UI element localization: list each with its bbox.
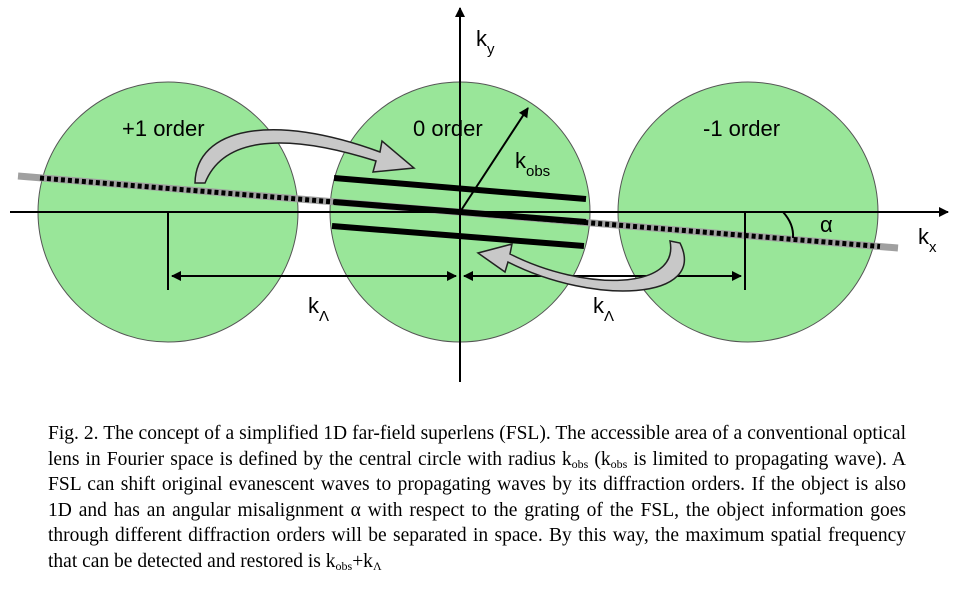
kobs-label: kobs [515,148,550,180]
kx-axis-label: kx [918,224,937,256]
klambda-right-label: kΛ [593,293,614,325]
klambda-left-label: kΛ [308,293,329,325]
ky-axis-label: ky [476,26,495,58]
curved-arrow-minus1-to-zero [476,240,686,292]
figure-caption: Fig. 2. The concept of a simplified 1D f… [48,423,906,573]
zero-order-label: 0 order [413,116,483,141]
alpha-angle-arc [782,211,795,239]
alpha-label: α [820,212,833,237]
diffraction-order-diagram: +1 order 0 order -1 order ky kx kobs kΛ … [10,7,949,382]
plus1-order-label: +1 order [122,116,205,141]
minus1-order-label: -1 order [703,116,780,141]
kobs-radius-arrow [459,107,529,213]
grating-bar-3 [331,223,585,249]
curved-arrow-plus1-to-zero [194,128,416,184]
